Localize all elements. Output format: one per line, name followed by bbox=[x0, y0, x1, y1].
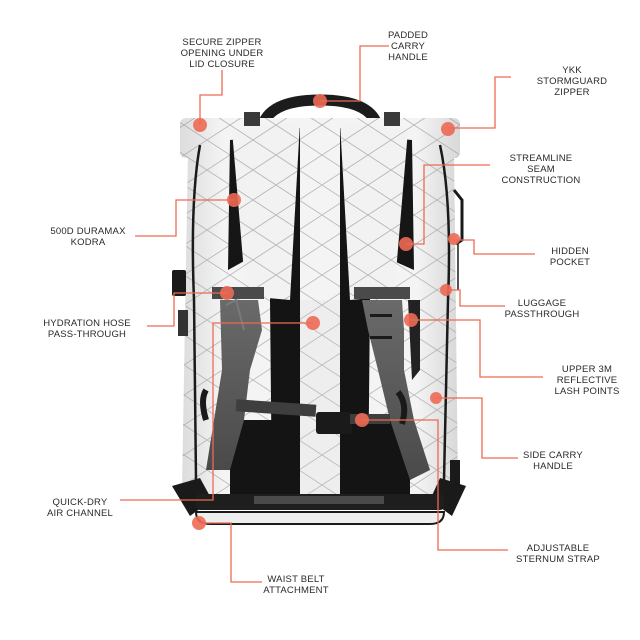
dot-quick-dry bbox=[306, 316, 320, 330]
callout-streamline-seam: STREAMLINE SEAM CONSTRUCTION bbox=[501, 153, 581, 186]
dot-waist-belt bbox=[192, 516, 206, 530]
dot-secure-zipper bbox=[193, 118, 207, 132]
dot-padded-handle bbox=[313, 94, 327, 108]
callout-secure-zipper: SECURE ZIPPER OPENING UNDER LID CLOSURE bbox=[180, 37, 264, 70]
dot-streamline-seam bbox=[399, 237, 413, 251]
callout-luggage-passthrough: LUGGAGE PASSTHROUGH bbox=[504, 298, 580, 320]
callout-side-carry: SIDE CARRY HANDLE bbox=[523, 450, 583, 472]
callout-hidden-pocket: HIDDEN POCKET bbox=[549, 246, 591, 268]
callout-dots bbox=[192, 94, 460, 530]
callout-duramax: 500D DURAMAX KODRA bbox=[50, 226, 126, 248]
callout-hydration-hose: HYDRATION HOSE PASS-THROUGH bbox=[43, 318, 131, 340]
side-buckles bbox=[172, 270, 460, 488]
shoulder-flaps bbox=[232, 122, 408, 300]
dot-sternum bbox=[355, 413, 369, 427]
callout-leader-lines bbox=[120, 45, 543, 583]
dot-side-carry bbox=[430, 392, 442, 404]
sternum-strap bbox=[200, 388, 408, 434]
callout-quick-dry: QUICK-DRY AIR CHANNEL bbox=[46, 497, 114, 519]
callout-ykk-zipper: YKK STORMGUARD ZIPPER bbox=[536, 65, 608, 98]
callout-padded-handle: PADDED CARRY HANDLE bbox=[387, 30, 429, 63]
dot-hydration bbox=[220, 286, 234, 300]
callout-waist-belt: WAIST BELT ATTACHMENT bbox=[263, 574, 329, 596]
dot-duramax bbox=[227, 193, 241, 207]
callout-sternum-strap: ADJUSTABLE STERNUM STRAP bbox=[516, 543, 600, 565]
dot-reflective bbox=[404, 313, 418, 327]
dot-luggage bbox=[440, 284, 452, 296]
callout-reflective-lash: UPPER 3M REFLECTIVE LASH POINTS bbox=[554, 364, 620, 397]
dot-ykk-zipper bbox=[441, 122, 455, 136]
dot-hidden-pocket bbox=[448, 233, 460, 245]
pack-bottom bbox=[172, 478, 466, 525]
